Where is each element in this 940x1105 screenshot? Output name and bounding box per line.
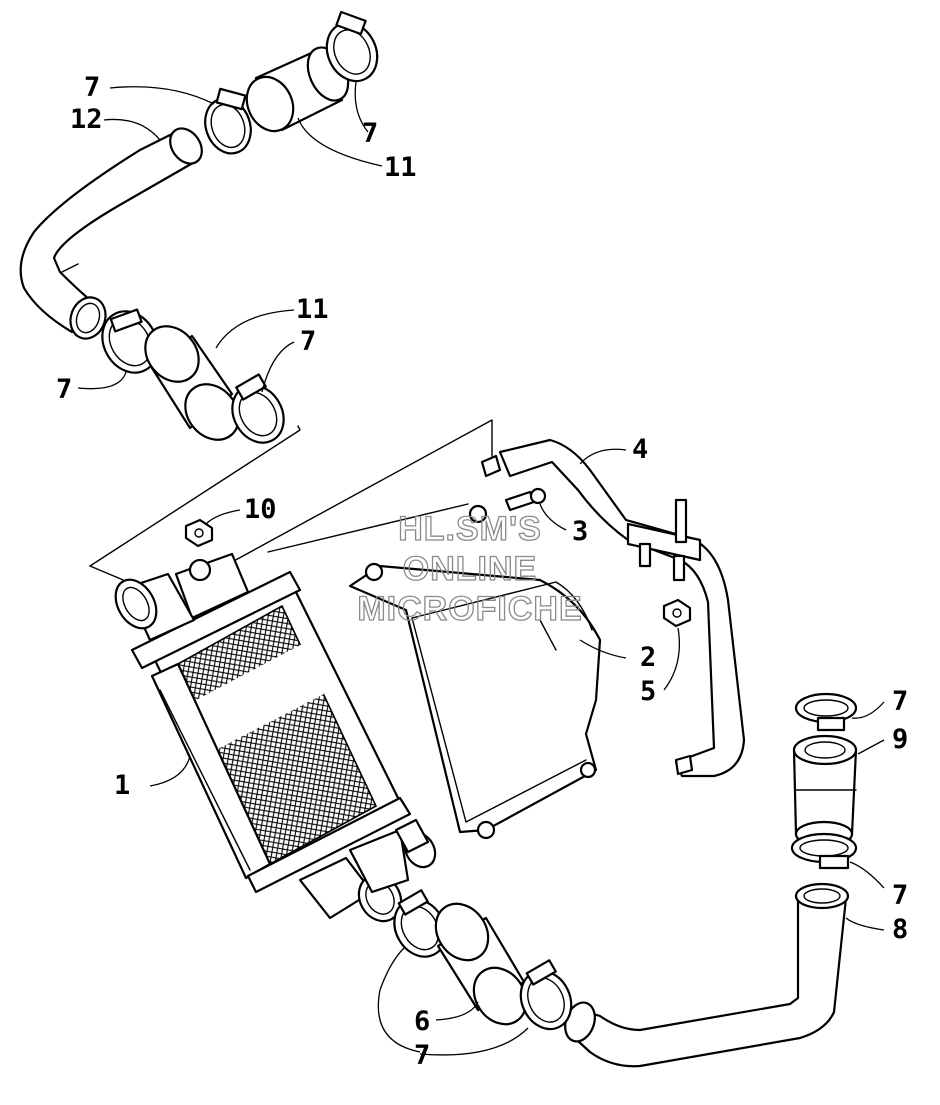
- duct-shroud: [348, 504, 602, 840]
- callout-9-right-coupler: 9: [892, 724, 908, 755]
- rubber-coupler-upper: [245, 46, 350, 133]
- callout-7-bottom-clamps: 7: [414, 1040, 430, 1071]
- hose-clamp-mid-right: [231, 373, 285, 444]
- callout-7-upper-right-clamp: 7: [362, 118, 378, 149]
- callout-10-nut: 10: [244, 494, 277, 525]
- callout-labels: 7 12 7 11 11 7 7 4 10 3 2 5 1 7 9 7 8 6 …: [56, 72, 908, 1071]
- hose-clamp-bottom-right: [519, 959, 573, 1031]
- hose-clamp-right-bottom: [790, 832, 858, 870]
- hose-clamp-upper-left: [204, 87, 252, 155]
- hose-clamp-bottom-left: [393, 889, 447, 958]
- callout-7-mid-right-clamp: 7: [300, 326, 316, 357]
- intercooler-core: [114, 552, 437, 923]
- watermark-line-1: HL.SM'S: [398, 510, 542, 548]
- callout-7-right-bottom-clamp: 7: [892, 880, 908, 911]
- callout-11-upper-coupler: 11: [384, 152, 417, 183]
- bolt: [504, 487, 547, 512]
- callout-7-upper-clamp: 7: [84, 72, 100, 103]
- callout-8-lower-tube: 8: [892, 914, 908, 945]
- watermark: HL.SM'S ONLINE MICROFICHE: [357, 509, 583, 628]
- callout-6-bottom-coupler: 6: [414, 1006, 430, 1037]
- callout-12-upper-tube: 12: [70, 104, 103, 135]
- callout-11-mid-coupler: 11: [296, 294, 329, 325]
- leader-lines: [77, 81, 885, 1056]
- nut-top: [184, 518, 214, 548]
- lower-outlet-tube: [564, 882, 850, 1068]
- rubber-coupler-mid: [144, 325, 240, 441]
- nut-bracket: [662, 598, 692, 628]
- rubber-coupler-right: [792, 734, 858, 848]
- callout-7-right-top-clamp: 7: [892, 686, 908, 717]
- upper-intake-tube: [19, 127, 203, 340]
- hose-clamp-upper-right: [325, 10, 379, 83]
- mount-bracket: [480, 438, 746, 778]
- callout-4-bracket: 4: [632, 434, 648, 465]
- callout-2-shroud: 2: [640, 642, 656, 673]
- callout-3-bolt: 3: [572, 516, 588, 547]
- rubber-coupler-bottom: [434, 902, 528, 1026]
- assembly-lines: [89, 419, 493, 583]
- watermark-line-2: ONLINE: [403, 550, 537, 588]
- callout-5-nut: 5: [640, 676, 656, 707]
- watermark-line-3: MICROFICHE: [357, 590, 582, 628]
- callout-7-left-clamp: 7: [56, 374, 72, 405]
- hose-clamp-left-mid: [101, 308, 159, 374]
- callout-1-intercooler: 1: [114, 770, 130, 801]
- hose-clamp-right-top: [794, 692, 858, 732]
